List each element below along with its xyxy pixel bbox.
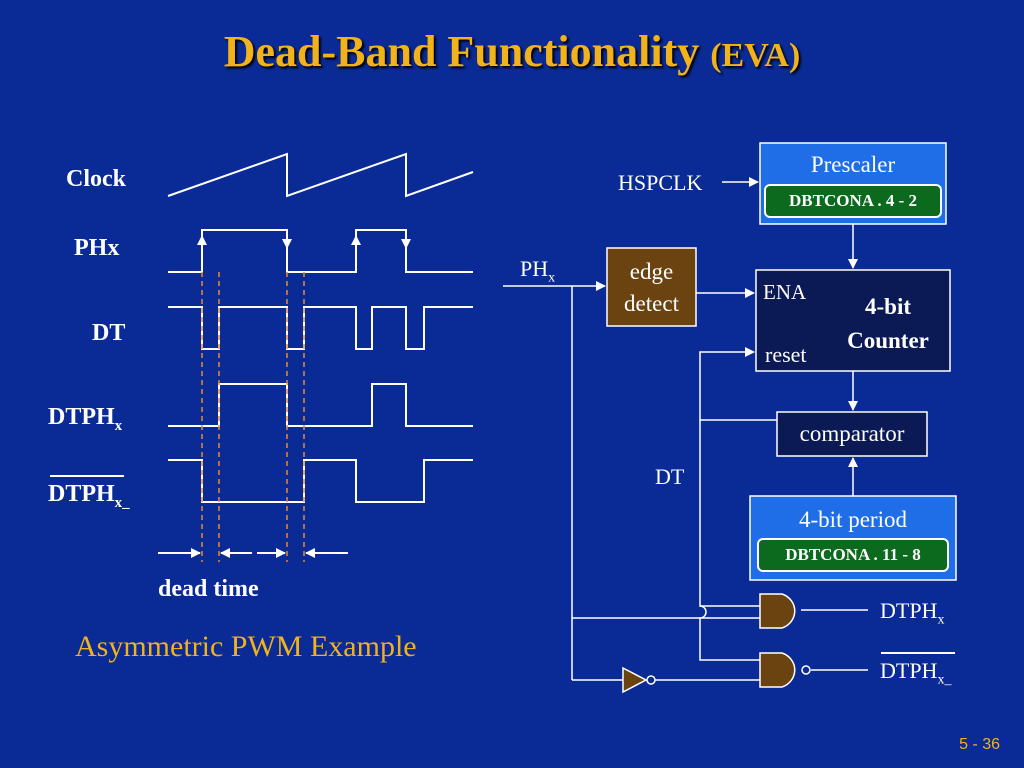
dt-waveform: [168, 306, 473, 350]
slide-title: Dead-Band Functionality (EVA): [0, 26, 1024, 77]
clock-label: Clock: [66, 166, 126, 192]
phx-label: PHx: [74, 235, 120, 261]
ena-label: ENA: [763, 280, 807, 304]
dtphx-bar-waveform: [168, 459, 473, 503]
clock-waveform: [167, 152, 474, 198]
and-gate-dtphx-bar: [759, 652, 796, 688]
counter-line1: 4-bit: [865, 294, 911, 319]
period-title: 4-bit period: [799, 507, 907, 532]
counter-line2: Counter: [847, 328, 929, 353]
dt-label: DT: [92, 320, 126, 346]
edge-detect-label: edge detect: [607, 256, 696, 320]
dtphx-label: DTPHx: [48, 404, 122, 435]
inverter-gate: [622, 666, 648, 694]
output-dtphx-text: DTPH: [880, 598, 938, 623]
output-dtphx-bar-label: DTPHx_: [880, 658, 951, 688]
phx-input-sub: x: [548, 270, 556, 286]
timing-diagram: [167, 152, 474, 503]
dtphx-label-text: DTPH: [48, 404, 115, 430]
output-dtphx-sub: x: [937, 612, 945, 628]
example-caption: Asymmetric PWM Example: [75, 630, 417, 663]
edge-detect-line2: detect: [624, 291, 679, 316]
dtphx-bar-overline: [50, 475, 124, 477]
dead-time-label: dead time: [158, 576, 259, 602]
page-number: 5 - 36: [959, 736, 1000, 753]
dtphx-waveform: [168, 383, 473, 427]
and-gate-dtphx: [759, 593, 796, 629]
dtphx-label-sub: x: [114, 417, 123, 434]
output-dtphx-bar-overline: [881, 652, 955, 654]
edge-detect-box: [606, 247, 697, 327]
comparator-box: [776, 411, 928, 457]
prescaler-register: DBTCONA . 4 - 2: [764, 184, 942, 218]
title-main: Dead-Band Functionality: [223, 27, 700, 76]
dt-signal-label: DT: [655, 464, 685, 489]
reset-label: reset: [765, 342, 807, 367]
output-dtphx-bar-text: DTPH: [880, 658, 938, 683]
phx-input-text: PH: [520, 256, 549, 281]
dtphx-bar-label-text: DTPH: [48, 481, 115, 507]
block-wires: [503, 177, 868, 681]
counter-box: [755, 269, 951, 372]
counter-label: 4-bit Counter: [830, 290, 946, 358]
dead-time-markers: [201, 272, 305, 562]
title-suffix: (EVA): [710, 37, 801, 74]
prescaler-title: Prescaler: [810, 152, 896, 177]
output-dtphx-bar-sub: x_: [937, 672, 952, 688]
comparator-label: comparator: [799, 421, 905, 446]
dtphx-bar-label: DTPHx_: [48, 481, 130, 512]
phx-input-label: PHx: [520, 256, 555, 286]
output-dtphx-label: DTPHx: [880, 598, 944, 628]
dtphx-bar-label-sub: x_: [114, 494, 130, 511]
hspclk-label: HSPCLK: [618, 170, 703, 195]
and-gate-bubble: [801, 665, 811, 675]
inverter-bubble: [646, 675, 656, 685]
period-register: DBTCONA . 11 - 8: [757, 538, 949, 572]
edge-detect-line1: edge: [629, 259, 674, 284]
phx-waveform: [168, 229, 473, 273]
